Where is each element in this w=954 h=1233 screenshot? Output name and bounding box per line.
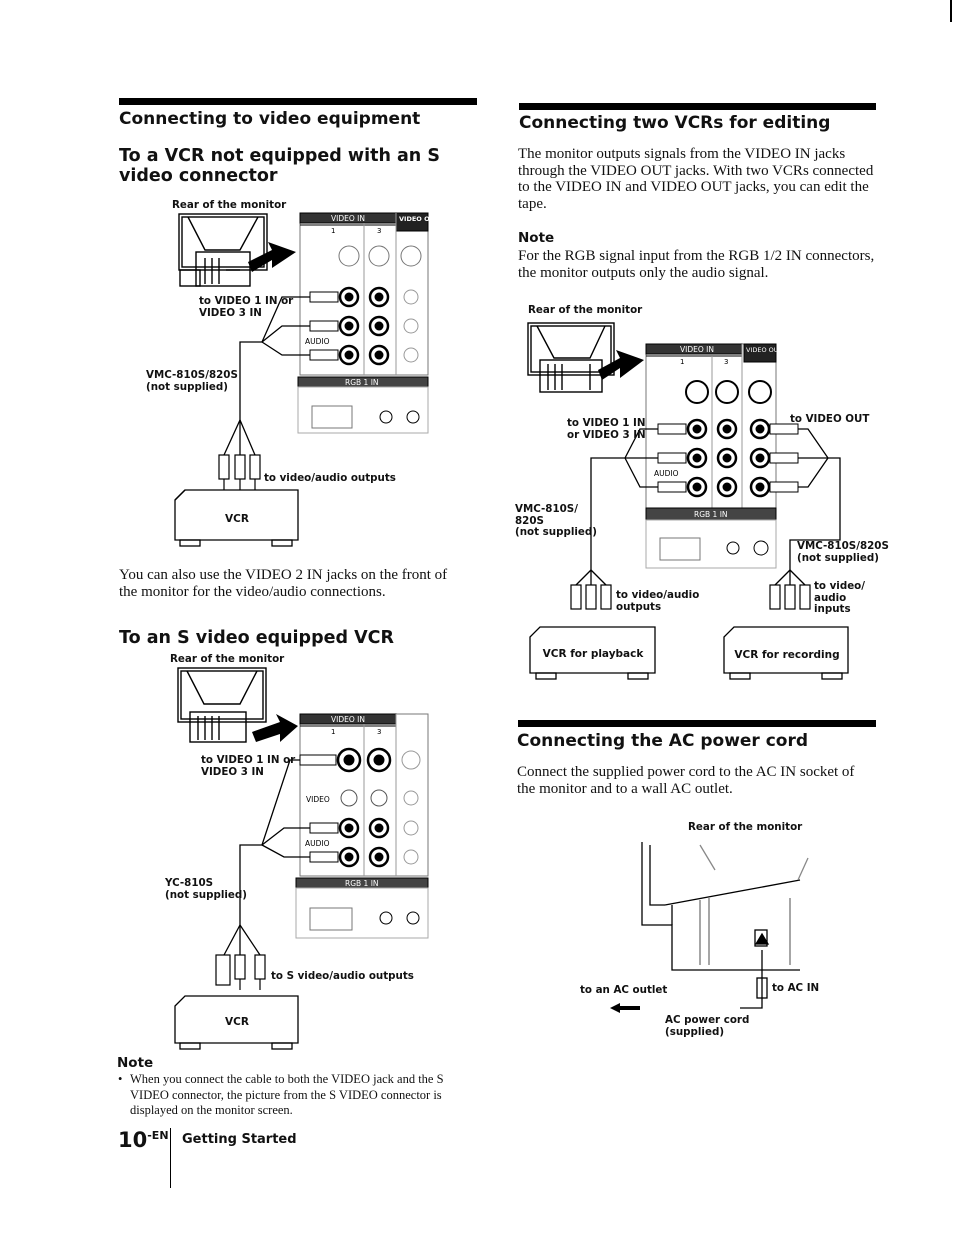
sub1-panel-audio: AUDIO [305, 337, 330, 346]
page-number-value: 10 [118, 1128, 148, 1152]
sub2-panel-col1: 1 [331, 728, 335, 736]
power-section-paragraph: Connect the supplied power cord to the A… [517, 764, 855, 797]
left-section-title: Connecting to video equipment [119, 109, 421, 129]
sub2-jack-label: to VIDEO 1 IN or VIDEO 3 IN [201, 754, 296, 778]
sub2-panel-audio: AUDIO [305, 839, 330, 848]
sub1-rear-label: Rear of the monitor [172, 199, 287, 211]
vcr-recording-icon [723, 626, 849, 680]
sub1-plugs [218, 454, 261, 490]
sub2-vcr-icon [174, 995, 299, 1050]
vcr-playback-icon [529, 626, 656, 680]
vcr-panel-header-in: VIDEO IN [680, 345, 714, 354]
left-section-rule [119, 98, 477, 105]
sub2-pointer-arrow [252, 714, 298, 742]
vcr-monitor-icon [527, 322, 615, 393]
sub2-outputs-label: to S video/audio outputs [271, 970, 414, 982]
sub1-cable-label: VMC-810S/820S (not supplied) [146, 369, 238, 393]
sub2-plugs [215, 954, 266, 990]
vcr-recording-label: VCR for recording [734, 649, 840, 661]
sub2-rear-label: Rear of the monitor [170, 653, 285, 665]
power-cord [740, 932, 770, 1009]
vcr-rear-label: Rear of the monitor [528, 304, 643, 316]
vcr-jack-in-label: to VIDEO 1 IN or VIDEO 3 IN [567, 417, 646, 441]
vcr-section-paragraph: The monitor outputs signals from the VID… [518, 146, 874, 212]
page-number: 10-EN [118, 1128, 169, 1152]
vcr-panel-rgb: RGB 1 IN [694, 510, 728, 519]
vcr-section-title: Connecting two VCRs for editing [519, 113, 831, 133]
power-section-rule [518, 720, 876, 727]
vcr-cables [575, 428, 841, 586]
sub2-jack-panel [295, 713, 429, 939]
power-outlet-label: to an AC outlet [580, 984, 668, 996]
sub1-cable [223, 296, 310, 456]
vcr-pointer-arrow [598, 350, 644, 380]
sub2-panel-rgb: RGB 1 IN [345, 879, 379, 888]
vcr-jack-out-label: to VIDEO OUT [790, 413, 870, 425]
power-section-title: Connecting the AC power cord [517, 731, 809, 751]
sub1-panel-header-out: VIDEO OUT [399, 215, 440, 223]
sub2-panel-video: VIDEO [306, 795, 330, 804]
power-outlet-arrow [610, 1003, 640, 1013]
left-note-item: When you connect the cable to both the V… [118, 1072, 470, 1119]
sub1-outputs-label: to video/audio outputs [264, 472, 396, 484]
vcr-note-text: For the RGB signal input from the RGB 1/… [518, 248, 875, 281]
power-cord-label: AC power cord (supplied) [665, 1014, 750, 1038]
power-rear-label: Rear of the monitor [688, 821, 803, 833]
page-edge-mark [950, 0, 952, 22]
page-number-suffix: -EN [147, 1129, 169, 1142]
sub1-panel-col3: 3 [377, 227, 381, 235]
vcr-cable-left-label: VMC-810S/ 820S (not supplied) [515, 503, 597, 538]
sub1-jack-panel [297, 212, 429, 434]
sub2-vcr-label: VCR [225, 1016, 249, 1028]
sub1-vcr-icon [174, 489, 299, 547]
sub1-vcr-label: VCR [225, 513, 249, 525]
footer-section-name: Getting Started [182, 1132, 297, 1147]
vcr-panel-col1: 1 [680, 358, 684, 366]
vcr-note-label: Note [518, 230, 555, 246]
vcr-panel-col3: 3 [724, 358, 728, 366]
vcr-inputs-label: to video/ audio inputs [814, 580, 866, 615]
vcr-section-rule [519, 103, 876, 110]
sub1-panel-rgb: RGB 1 IN [345, 378, 379, 387]
vcr-cable-right-label: VMC-810S/820S (not supplied) [797, 540, 889, 564]
vcr-playback-label: VCR for playback [542, 648, 644, 660]
sub2-title: To an S video equipped VCR [119, 628, 394, 648]
sub2-cable [223, 759, 310, 956]
sub1-jack-label: to VIDEO 1 IN or VIDEO 3 IN [199, 295, 294, 319]
vcr-jack-panel [645, 343, 799, 569]
sub1-panel-header-in: VIDEO IN [331, 214, 365, 223]
sub2-cable-label: YC-810S (not supplied) [165, 877, 247, 901]
sub1-panel-col1: 1 [331, 227, 335, 235]
vcr-plugs [570, 584, 811, 610]
power-monitor-icon [641, 842, 809, 971]
sub1-title: To a VCR not equipped with an S video co… [119, 146, 440, 186]
sub2-panel-col3: 3 [377, 728, 381, 736]
footer-divider [170, 1128, 171, 1188]
vcr-outputs-label: to video/audio outputs [616, 589, 700, 613]
vcr-panel-header-out: VIDEO OUT [746, 346, 783, 354]
sub1-pointer-arrow [248, 242, 296, 272]
sub1-monitor-icon [178, 213, 268, 287]
sub2-panel-header-in: VIDEO IN [331, 715, 365, 724]
sub2-monitor-icon [177, 667, 267, 743]
left-note-list: When you connect the cable to both the V… [118, 1072, 470, 1119]
power-acin-label: to AC IN [772, 982, 820, 994]
vcr-panel-audio: AUDIO [654, 469, 679, 478]
left-note-label: Note [117, 1055, 154, 1071]
sub1-paragraph: You can also use the VIDEO 2 IN jacks on… [119, 567, 448, 600]
